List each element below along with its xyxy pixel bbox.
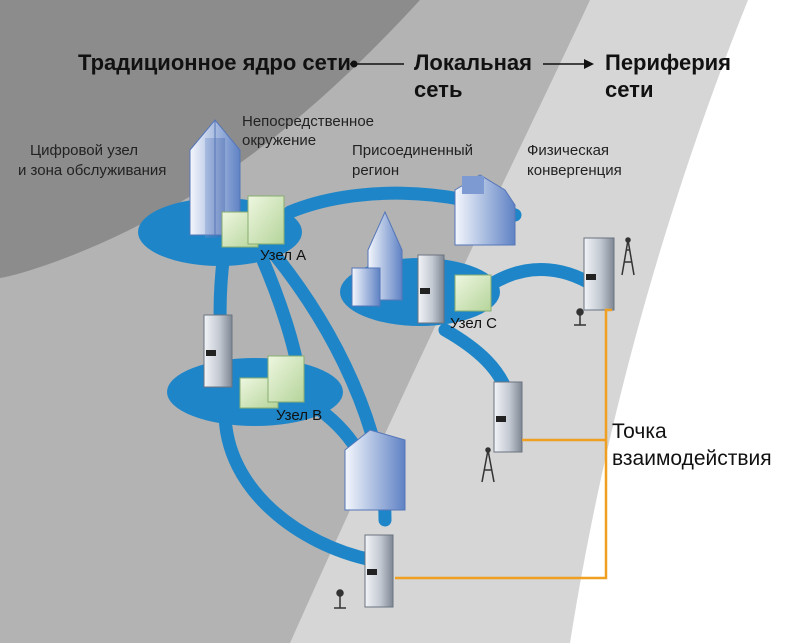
header-local-line1: Локальная (414, 50, 532, 75)
building-glass-node-b (239, 355, 305, 409)
antenna-edge-icon (621, 237, 635, 276)
caption-digital-node-line1: Цифровой узел (30, 142, 138, 159)
building-glass-node-a (221, 195, 285, 248)
server-bottom (364, 534, 394, 608)
antenna-middle-icon (481, 447, 495, 483)
building-physical-convergence (454, 174, 516, 246)
building-tall-node-a (189, 119, 241, 238)
caption-attached-line2: регион (352, 162, 399, 179)
caption-attached-line1: Присоединенный (352, 142, 473, 159)
antenna-small-bottom-icon (334, 589, 346, 609)
header-local-line2: сеть (414, 77, 462, 102)
node-a-label: Узел А (260, 247, 306, 264)
node-c-label: Узел С (450, 315, 497, 332)
edge-zone-outer-white (570, 0, 800, 643)
building-glass-node-c (454, 274, 492, 312)
interaction-lines (395, 308, 612, 580)
caption-digital-node-line2: и зона обслуживания (18, 162, 166, 179)
header-connector-dot (350, 60, 358, 68)
server-edge-top (583, 237, 615, 311)
node-b-label: Узел В (276, 407, 322, 424)
server-node-b (203, 314, 233, 388)
caption-physical-line1: Физическая (527, 142, 609, 159)
building-tall-node-c (351, 210, 403, 307)
caption-physical-line2: конвергенция (527, 162, 622, 179)
header-edge-line2: сети (605, 77, 653, 102)
header-core-label: Традиционное ядро сети (78, 50, 351, 75)
header-edge-line1: Периферия (605, 50, 731, 75)
building-block-bottom (344, 429, 406, 511)
server-node-c (417, 254, 445, 324)
interaction-point-line1: Точка (612, 420, 667, 443)
caption-immediate-line1: Непосредственное (242, 113, 374, 130)
header-arrow-head (584, 59, 594, 69)
server-middle (493, 381, 523, 453)
link-b-bottom-server (218, 405, 379, 567)
caption-immediate-line2: окружение (242, 132, 316, 149)
antenna-small-right-icon (574, 308, 586, 326)
interaction-point-line2: взаимодействия (612, 447, 772, 470)
